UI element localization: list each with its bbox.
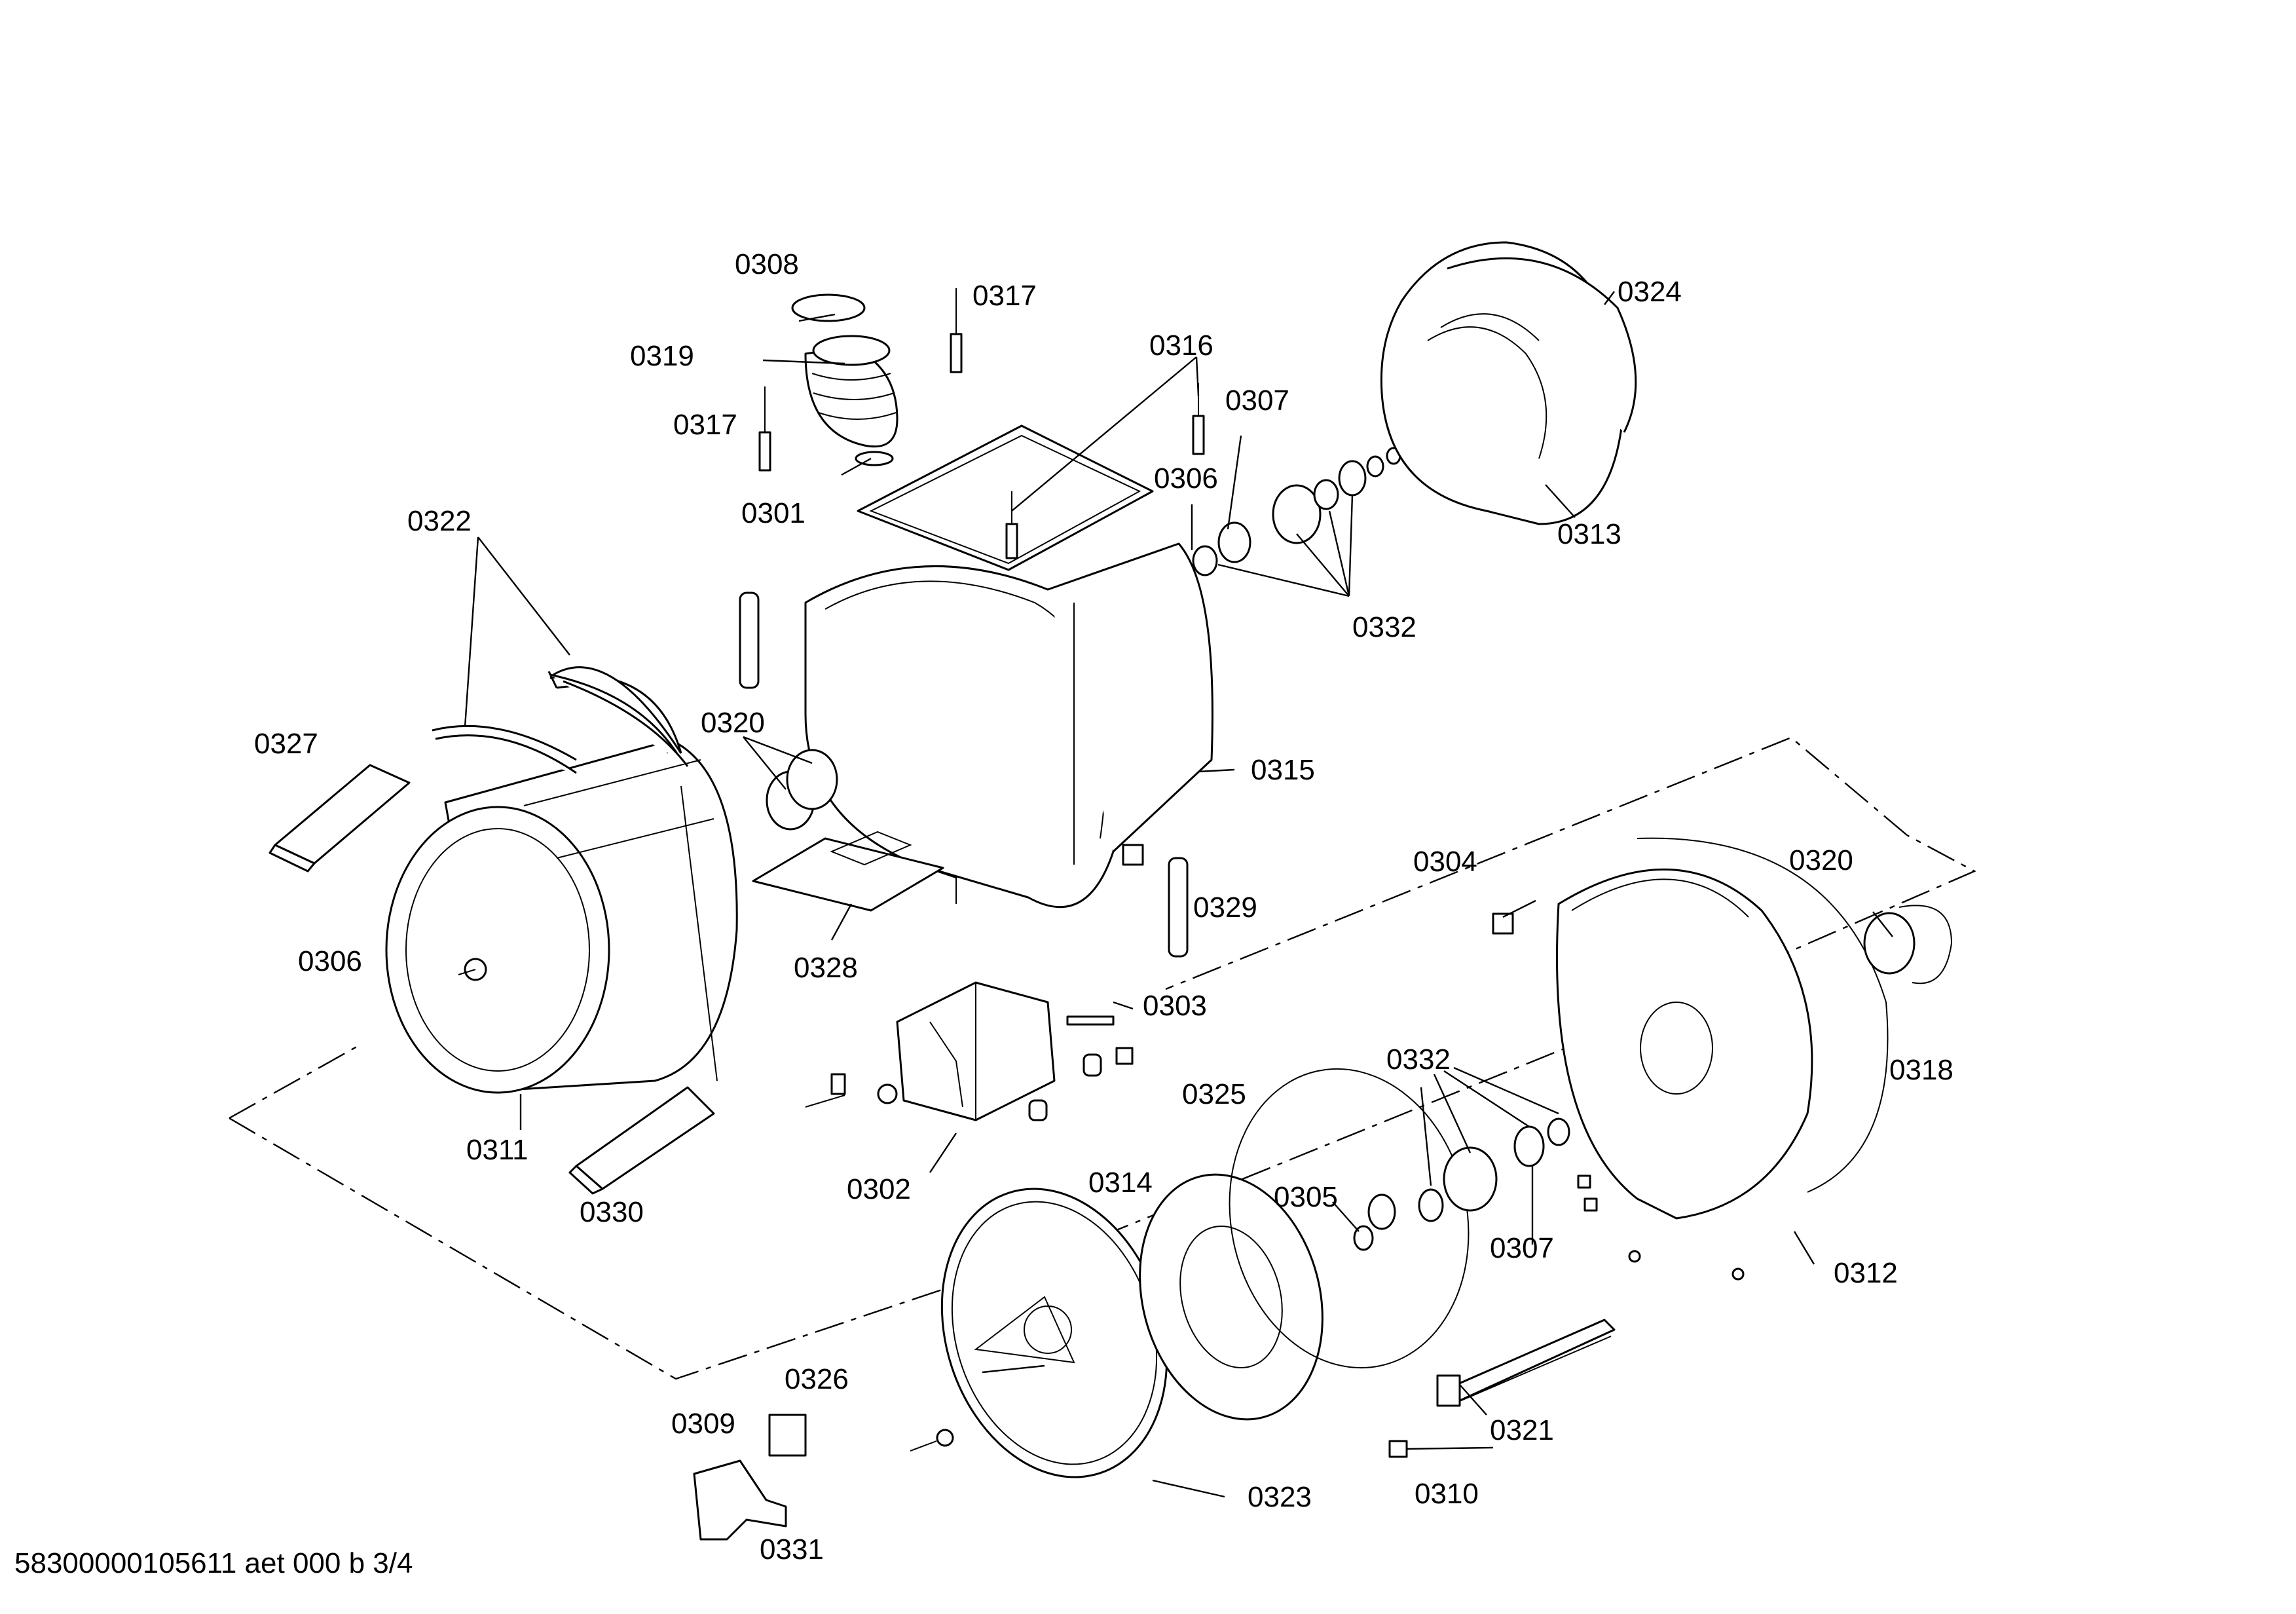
label-0312: 0312 [1834,1257,1898,1289]
label-0314: 0314 [1088,1167,1153,1199]
label-0305: 0305 [1274,1181,1338,1213]
counterweight-bottom [568,1086,715,1195]
gasket [1229,1068,1470,1369]
label-0320-left: 0320 [701,707,765,739]
drum-lifter-ribs [432,666,689,774]
mesh-plate [752,831,944,912]
label-0323: 0323 [1248,1481,1312,1513]
label-0324: 0324 [1618,276,1682,308]
label-0315: 0315 [1251,754,1315,786]
label-0309: 0309 [671,1408,735,1440]
spring-left [758,386,771,472]
label-0330: 0330 [580,1196,644,1228]
label-0331: 0331 [760,1533,824,1566]
pulley [910,1188,1168,1478]
spring-top [950,288,963,373]
label-0304: 0304 [1413,846,1477,878]
rear-cover [1380,241,1637,525]
label-0328: 0328 [794,952,858,984]
part-labels: 0308 0319 0317 0301 0317 0316 0307 0306 … [254,248,1953,1566]
label-0322: 0322 [407,505,472,537]
drum-part [385,739,738,1094]
label-0320-right: 0320 [1789,844,1853,876]
label-0311: 0311 [466,1134,528,1166]
label-0313: 0313 [1557,518,1621,550]
label-0319: 0319 [630,340,694,372]
pressure-sensor-brackets [693,1414,807,1541]
label-0318: 0318 [1889,1054,1953,1086]
motor [805,981,1115,1121]
label-0308: 0308 [735,248,799,280]
label-0316: 0316 [1149,329,1213,362]
bearing-set-bottom [1418,1117,1570,1222]
screws [1115,844,1745,1281]
label-0326: 0326 [785,1363,849,1395]
label-0325: 0325 [1182,1078,1246,1110]
leader-lines [464,291,1893,1498]
label-0302: 0302 [847,1173,911,1205]
label-0317-left: 0317 [673,409,737,441]
document-reference: 58300000105611 aet 000 b 3/4 [14,1547,413,1579]
label-0306-drum: 0306 [298,945,362,977]
flange-left [766,749,838,831]
shock-absorber-right [1168,857,1189,958]
label-0332-top: 0332 [1352,611,1416,643]
tub-front-half [1556,837,1953,1220]
label-0307-bottom: 0307 [1490,1232,1554,1264]
counterweight-top [268,764,411,873]
rear-tub-housing [804,424,1213,909]
label-0329: 0329 [1193,891,1257,924]
label-0307-top: 0307 [1225,385,1289,417]
shock-absorber-left [739,591,760,689]
bellows-hose [791,293,898,466]
spring-center [1005,491,1018,559]
bearing-set-top [1192,447,1401,576]
label-0306-top: 0306 [1154,462,1218,495]
front-tub-ring [1139,1173,1324,1421]
label-0321: 0321 [1490,1414,1554,1446]
label-0317-top: 0317 [972,280,1037,312]
label-0303: 0303 [1143,990,1207,1022]
label-0327: 0327 [254,728,318,760]
label-0301: 0301 [741,497,805,529]
label-0310: 0310 [1415,1478,1479,1510]
label-0332-bottom: 0332 [1386,1043,1451,1076]
